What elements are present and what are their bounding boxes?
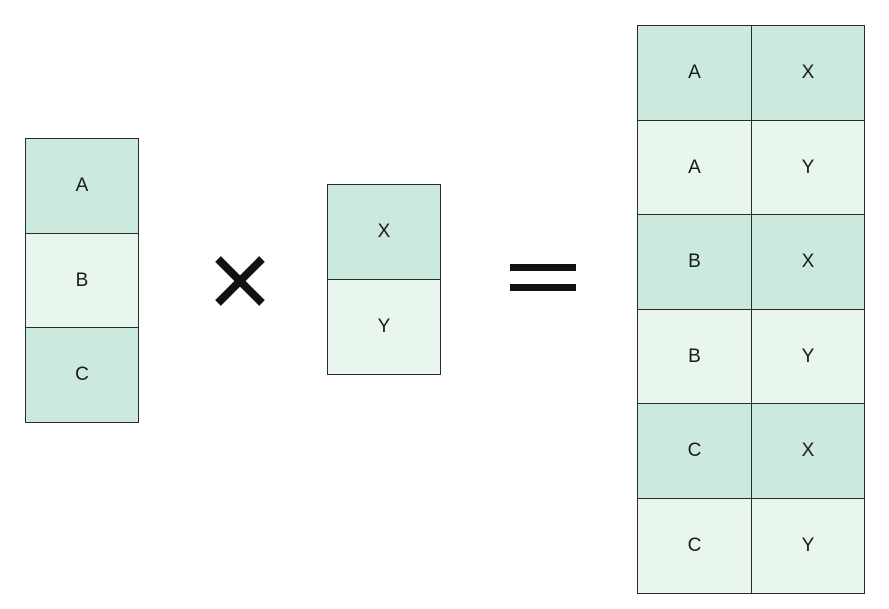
result-table-cell: Y (751, 498, 865, 594)
left-table-cell: B (25, 233, 139, 329)
times-icon (215, 256, 265, 306)
result-table-cell: X (751, 214, 865, 310)
result-table-cell: C (637, 498, 752, 594)
result-table-cell: A (637, 25, 752, 121)
middle-table-cell: X (327, 184, 441, 280)
result-table-cell: B (637, 309, 752, 405)
middle-table-cell: Y (327, 279, 441, 375)
left-table-cell: C (25, 327, 139, 423)
result-table-cell: Y (751, 309, 865, 405)
equals-icon (510, 264, 576, 291)
result-table-cell: X (751, 25, 865, 121)
result-table-cell: X (751, 403, 865, 499)
left-table-cell: A (25, 138, 139, 234)
result-table-cell: C (637, 403, 752, 499)
result-table-cell: B (637, 214, 752, 310)
result-table-cell: Y (751, 120, 865, 216)
result-table-cell: A (637, 120, 752, 216)
